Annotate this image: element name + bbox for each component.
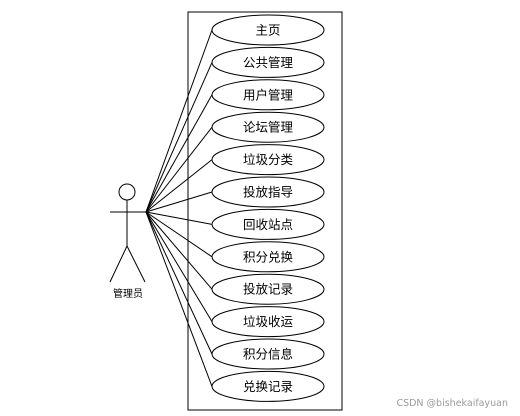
use-case-label: 兑换记录 [243,379,293,394]
association-line [145,191,213,213]
association-line [145,211,213,225]
use-case: 积分信息 [211,338,325,370]
association-line [145,62,213,213]
association-line [145,211,213,290]
system-boundary [187,11,343,411]
association-line [145,211,213,355]
actor-right-leg [126,245,146,283]
actor-left-leg [109,245,128,283]
use-case-label: 论坛管理 [243,120,294,135]
use-case-ellipse [211,46,325,78]
use-case: 回收站点 [211,208,325,240]
use-case: 主页 [211,14,325,46]
association-line [145,159,213,213]
use-case: 兑换记录 [211,370,325,402]
use-case-label: 垃圾收运 [243,314,294,329]
use-case-ellipse [211,306,325,338]
use-case-ellipse [211,14,325,46]
actor: 管理员 [109,183,146,300]
watermark: CSDN @bishekaifayuan [396,398,508,409]
use-case-ellipse [211,338,325,370]
use-case: 垃圾收运 [211,306,325,338]
use-case-label: 投放记录 [243,282,293,297]
actor-head [118,183,136,201]
use-cases: 主页公共管理用户管理论坛管理垃圾分类投放指导回收站点积分兑换投放记录垃圾收运积分… [211,14,325,402]
use-case-label: 垃圾分类 [243,152,294,167]
use-case-label: 公共管理 [243,55,294,70]
use-case-ellipse [211,111,325,143]
use-case-ellipse [211,79,325,111]
use-case-ellipse [211,208,325,240]
association-line [145,211,213,387]
use-case-ellipse [211,176,325,208]
use-case: 论坛管理 [211,111,325,143]
use-case-label: 主页 [255,23,280,38]
use-case-ellipse [211,144,325,176]
association-line [145,94,213,213]
use-case-label: 投放指导 [243,185,293,200]
association-line [145,29,213,213]
use-case: 投放指导 [211,176,325,208]
use-case-label: 回收站点 [243,217,293,232]
association-line [145,211,213,258]
use-case-label: 积分兑换 [243,249,294,264]
use-case: 积分兑换 [211,241,325,273]
use-case-ellipse [211,370,325,402]
actor-label: 管理员 [113,287,143,300]
association-line [145,211,213,322]
association-lines [145,29,213,387]
use-case-label: 积分信息 [243,347,293,362]
use-case: 公共管理 [211,46,325,78]
use-case: 用户管理 [211,79,325,111]
use-case-label: 用户管理 [243,87,294,102]
use-case: 垃圾分类 [211,144,325,176]
use-case: 投放记录 [211,273,325,305]
use-case-ellipse [211,273,325,305]
association-line [145,126,213,213]
use-case-ellipse [211,241,325,273]
